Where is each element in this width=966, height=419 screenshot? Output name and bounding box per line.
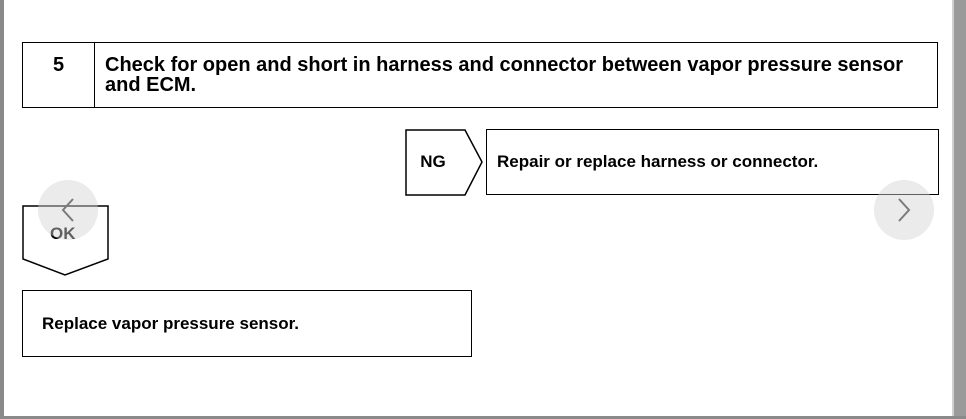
chevron-left-icon — [61, 198, 74, 222]
ng-tag-shape — [405, 129, 483, 196]
prev-page-button[interactable] — [38, 180, 98, 240]
final-action-text: Replace vapor pressure sensor. — [42, 313, 300, 333]
ok-label: OK — [50, 224, 76, 243]
viewer-frame-left — [0, 0, 4, 419]
step-title: Check for open and short in harness and … — [105, 54, 903, 96]
step-box: 5 Check for open and short in harness an… — [22, 42, 938, 108]
ok-tag-shape — [22, 205, 109, 276]
ng-action-text: Repair or replace harness or connector. — [497, 152, 819, 171]
final-action-box: Replace vapor pressure sensor. — [22, 290, 472, 357]
viewer-frame-bottom — [0, 416, 966, 419]
chevron-right-icon — [898, 198, 911, 222]
ng-label: NG — [420, 152, 446, 171]
viewer-frame-right-inner — [952, 0, 954, 419]
ng-action-box: Repair or replace harness or connector. — [486, 129, 939, 195]
next-page-button[interactable] — [874, 180, 934, 240]
viewer-scrollbar[interactable] — [954, 0, 966, 419]
step-number: 5 — [23, 43, 95, 107]
